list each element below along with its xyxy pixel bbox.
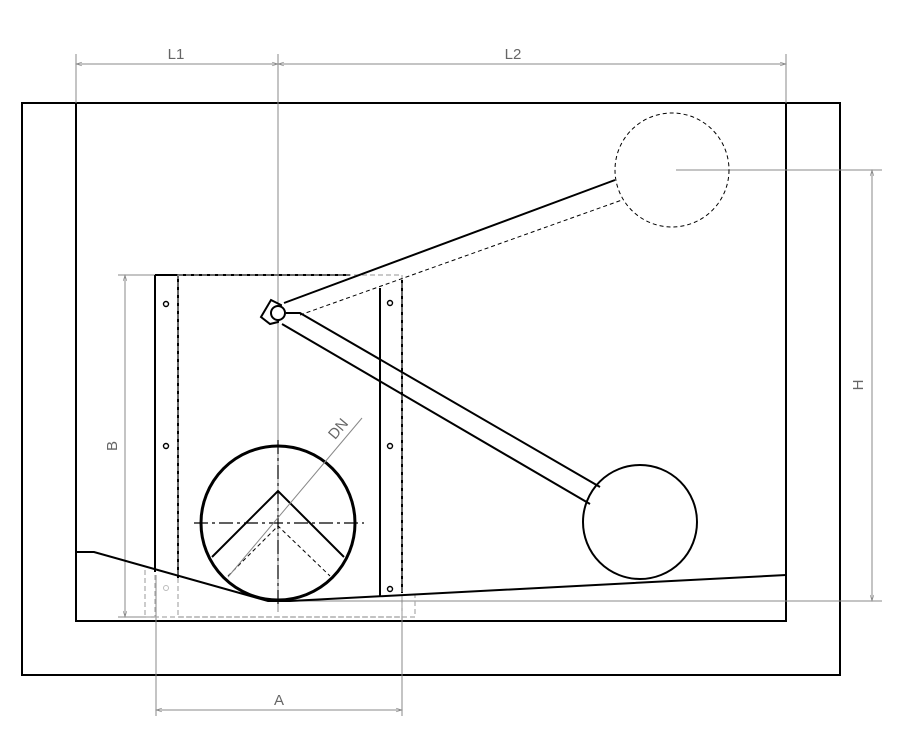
- outer-chamber: [21, 102, 841, 676]
- float-lower: [582, 464, 698, 580]
- dimension-l1-l2: L1 L2: [76, 46, 786, 612]
- gate-frame: [144, 274, 416, 618]
- pipe-opening: DN: [194, 415, 364, 607]
- pivot-icon: [259, 298, 286, 326]
- dimension-b: B: [104, 275, 155, 617]
- bolt-holes: [162, 299, 394, 593]
- label-h: H: [850, 380, 867, 391]
- label-l2: L2: [505, 46, 522, 63]
- label-l1: L1: [168, 46, 185, 63]
- label-a: A: [274, 692, 284, 709]
- channel-floor: [76, 551, 787, 602]
- float-upper-dashed: [614, 112, 730, 228]
- dimension-h: H: [278, 170, 882, 601]
- label-dn: DN: [325, 415, 352, 443]
- inner-chamber: [75, 103, 787, 622]
- float-arm-lower: [281, 312, 601, 505]
- float-arm-upper: [283, 179, 623, 316]
- label-b: B: [104, 441, 121, 451]
